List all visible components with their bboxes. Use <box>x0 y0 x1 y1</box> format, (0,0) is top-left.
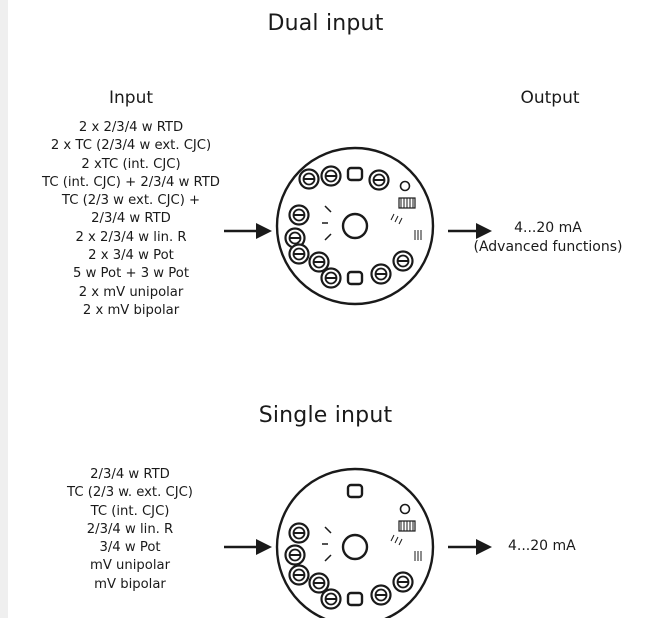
single-input-title: Single input <box>258 403 393 428</box>
single-input-item: mV unipolar <box>89 558 171 574</box>
single-input-item: TC (2/3 w. ext. CJC) <box>67 485 193 501</box>
left-margin-stripe <box>0 0 8 618</box>
single-input-item: 2/3/4 w RTD <box>90 467 170 482</box>
single-input-item: 3/4 w Pot <box>99 540 161 556</box>
input-header: Input <box>108 88 154 108</box>
dual-input-item: TC (2/3 w ext. CJC) + <box>61 193 201 209</box>
dual-input-item: 5 w Pot + 3 w Pot <box>73 266 189 282</box>
output-header: Output <box>520 88 580 108</box>
single-input-item: mV bipolar <box>94 576 166 592</box>
dual-input-item: 2 x mV unipolar <box>78 284 184 300</box>
dual-output-range: 4...20 mA <box>514 220 582 236</box>
dual-input-item: TC (int. CJC) + 2/3/4 w RTD <box>42 174 220 190</box>
dual-output-note: (Advanced functions) <box>473 239 623 255</box>
single-output-range: 4...20 mA <box>508 538 576 554</box>
dual-transmitter-diagram <box>275 146 435 306</box>
dual-input-list: 2 x 2/3/4 w RTD 2 x TC (2/3/4 w ext. CJC)… <box>10 119 252 320</box>
dual-input-item: 2 x 2/3/4 w lin. R <box>75 229 187 245</box>
dual-input-arrow <box>224 223 272 239</box>
dual-input-item: 2 x 3/4 w Pot <box>88 248 174 264</box>
dual-input-item: 2/3/4 w RTD <box>91 211 171 227</box>
dual-input-item: 2 x 2/3/4 w RTD <box>78 120 184 135</box>
dual-input-item: 2 x mV bipolar <box>82 302 180 318</box>
single-input-list: 2/3/4 w RTD TC (2/3 w. ext. CJC) TC (int. … <box>40 466 220 594</box>
dual-input-item: 2 xTC (int. CJC) <box>81 156 181 172</box>
dual-input-item: 2 x TC (2/3/4 w ext. CJC) <box>50 138 212 154</box>
dual-output-arrow <box>448 223 492 239</box>
single-transmitter-diagram <box>275 467 435 618</box>
dual-input-title: Dual input <box>267 11 384 36</box>
single-input-item: TC (int. CJC) <box>90 503 170 519</box>
dual-output-text: 4...20 mA (Advanced functions) <box>458 219 638 257</box>
single-output-arrow <box>448 539 492 555</box>
single-input-item: 2/3/4 w lin. R <box>86 521 174 537</box>
single-input-arrow <box>224 539 272 555</box>
